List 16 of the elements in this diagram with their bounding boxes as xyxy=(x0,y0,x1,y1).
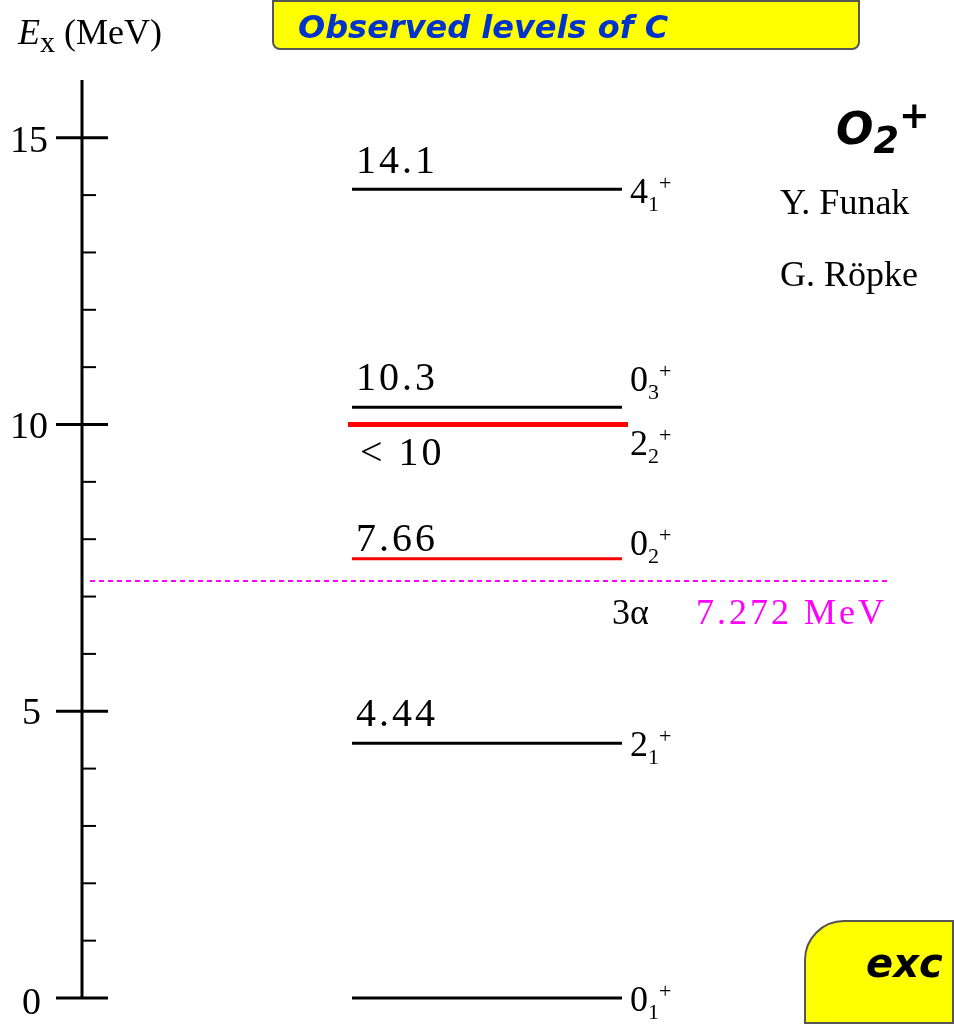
author-name: G. Röpke xyxy=(780,256,918,292)
energy-value: 7.66 xyxy=(356,518,438,558)
energy-value: < 10 xyxy=(360,432,445,472)
callout-box: exc xyxy=(804,920,954,1024)
author-name: Y. Funak xyxy=(780,184,910,220)
threshold-label: 3α xyxy=(612,594,649,630)
tick-label: 5 xyxy=(22,692,41,730)
tick-label: 0 xyxy=(22,982,41,1020)
tick-label: 10 xyxy=(10,406,48,444)
tick-label: 15 xyxy=(10,120,48,158)
threshold-energy: 7.272 MeV xyxy=(696,594,887,630)
title-banner: Observed levels of C xyxy=(272,0,860,50)
energy-value: 4.44 xyxy=(356,693,438,733)
energy-value: 14.1 xyxy=(356,140,438,180)
energy-value: 10.3 xyxy=(356,357,438,397)
axis-label: E$_{x}$ (MeV) xyxy=(18,14,162,58)
